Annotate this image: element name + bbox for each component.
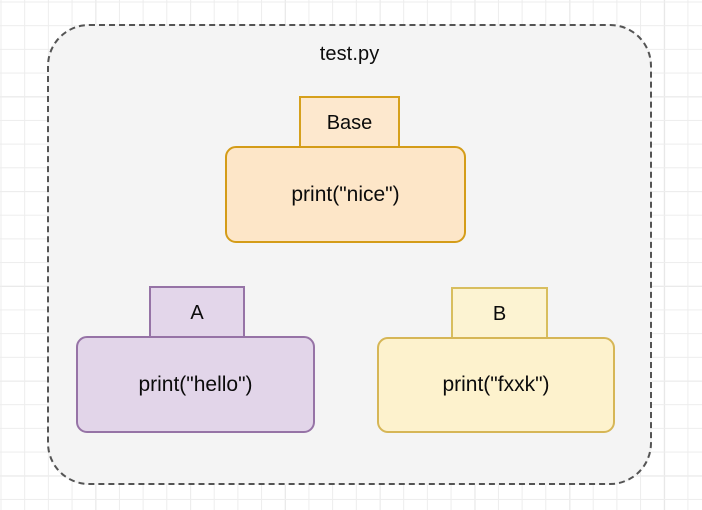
class-node-b-body-label: print("fxxk") bbox=[442, 373, 550, 396]
class-node-a-body-label: print("hello") bbox=[138, 372, 253, 396]
class-node-b-tab[interactable]: B bbox=[451, 287, 548, 338]
class-node-a-tab-label: A bbox=[190, 302, 204, 324]
package-title: test.py bbox=[319, 43, 380, 65]
class-node-a-body[interactable]: print("hello") bbox=[76, 336, 315, 433]
class-node-base-body-label: print("nice") bbox=[291, 182, 400, 206]
class-node-base-tab[interactable]: Base bbox=[299, 96, 400, 148]
class-node-base-body[interactable]: print("nice") bbox=[225, 146, 466, 243]
class-node-base-tab-label: Base bbox=[326, 112, 373, 134]
class-node-a-tab[interactable]: A bbox=[149, 286, 245, 338]
class-node-b-body[interactable]: print("fxxk") bbox=[377, 337, 615, 433]
class-node-b-tab-label: B bbox=[492, 302, 507, 325]
